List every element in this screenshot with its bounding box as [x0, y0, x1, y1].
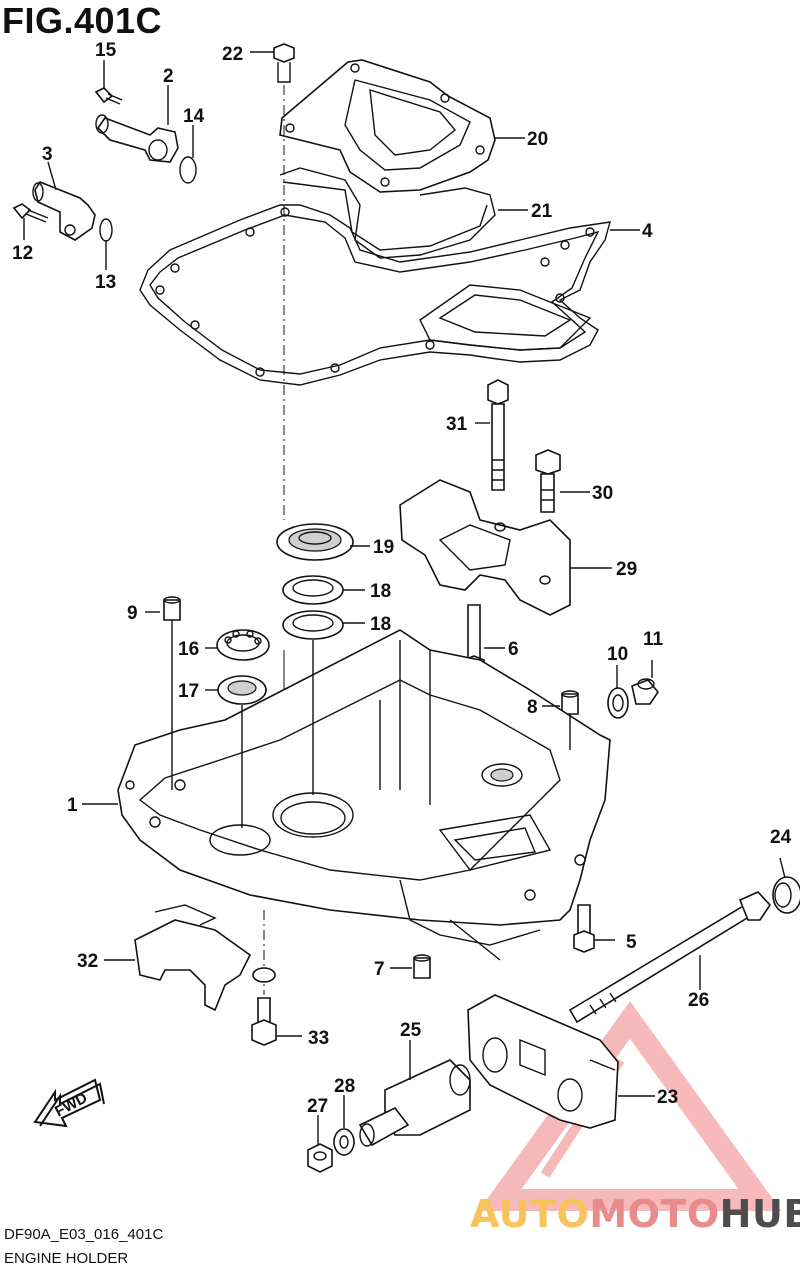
part-22-bolt [273, 43, 295, 83]
callout-12: 12 [12, 243, 33, 264]
watermark-moto: MOTO [589, 1192, 720, 1236]
watermark-hub: HUB [719, 1192, 800, 1236]
callout-11: 11 [643, 629, 664, 650]
part-30-bolt [535, 449, 561, 513]
callout-9: 9 [127, 603, 138, 624]
leader-lines [23, 51, 786, 1145]
part-15-bolt [94, 87, 123, 105]
callout-25: 25 [400, 1020, 422, 1041]
part-33-washer [252, 967, 276, 983]
part-28-washer [333, 1128, 355, 1156]
callout-29: 29 [616, 559, 637, 580]
part-31-long-bolt [487, 379, 509, 491]
callout-13: 13 [95, 272, 116, 293]
part-32-lower-bracket [134, 904, 252, 1012]
watermark-text: AUTOMOTOHUB [470, 1192, 800, 1236]
figure-title: FIG.401C [2, 0, 163, 41]
part-23-mount [467, 994, 619, 1129]
callout-30: 30 [592, 483, 613, 504]
callout-24: 24 [770, 827, 792, 848]
part-4-large-gasket [139, 204, 611, 386]
part-25-bushing [358, 1059, 471, 1147]
callout-21: 21 [531, 201, 553, 222]
part-7-dowel-pin [413, 954, 431, 979]
callout-labels: 22 15 2 14 3 12 13 20 21 4 31 30 19 18 1… [12, 40, 792, 1117]
part-19-oil-seal [276, 523, 354, 561]
callout-17: 17 [178, 681, 199, 702]
part-18-o-ring-upper [282, 575, 344, 605]
callout-4: 4 [642, 221, 653, 242]
callout-5: 5 [626, 932, 637, 953]
watermark-auto: AUTO [470, 1192, 590, 1236]
part-18-o-ring-lower [282, 610, 344, 640]
callout-33: 33 [308, 1028, 329, 1049]
figure-code: DF90A_E03_016_401C [4, 1226, 164, 1243]
part-9-dowel-pin [163, 596, 181, 621]
part-29-bracket [399, 479, 571, 616]
part-14-o-ring [179, 156, 197, 184]
part-11-plug [631, 678, 659, 705]
callout-3: 3 [42, 144, 53, 165]
callout-19: 19 [373, 537, 394, 558]
callout-22: 22 [222, 44, 243, 65]
part-33-bolt [251, 997, 277, 1046]
part-12-bolt [12, 203, 49, 223]
callout-16: 16 [178, 639, 199, 660]
part-3-fitting [32, 181, 96, 241]
part-1-engine-holder [117, 629, 611, 961]
callout-31: 31 [446, 414, 468, 435]
part-26-through-bolt [568, 891, 772, 1024]
callout-10: 10 [607, 644, 628, 665]
callout-18-lower: 18 [370, 614, 391, 635]
part-20-cover-plate [279, 59, 496, 193]
callout-32: 32 [77, 951, 98, 972]
part-13-o-ring [99, 218, 113, 242]
part-5-bolt [573, 904, 595, 953]
callout-28: 28 [334, 1076, 355, 1097]
callout-6: 6 [508, 639, 519, 660]
callout-14: 14 [183, 106, 205, 127]
part-27-nut [307, 1143, 333, 1173]
callout-2: 2 [163, 66, 174, 87]
part-10-gasket [607, 687, 629, 719]
callout-7: 7 [374, 959, 385, 980]
callout-27: 27 [307, 1096, 328, 1117]
figure-name: ENGINE HOLDER [4, 1250, 129, 1267]
fwd-arrow-icon: FWD [33, 1078, 105, 1128]
part-21-gasket [279, 167, 496, 259]
callout-15: 15 [95, 40, 117, 61]
callout-18-upper: 18 [370, 581, 391, 602]
callout-26: 26 [688, 990, 709, 1011]
part-8-dowel-pin [561, 690, 579, 715]
callout-8: 8 [527, 697, 538, 718]
part-2-fitting [95, 114, 179, 163]
callout-23: 23 [657, 1087, 678, 1108]
part-16-bearing [216, 629, 270, 661]
callout-1: 1 [67, 795, 78, 816]
callout-20: 20 [527, 129, 548, 150]
part-24-cap [772, 876, 800, 914]
part-17-oil-seal [217, 675, 267, 705]
